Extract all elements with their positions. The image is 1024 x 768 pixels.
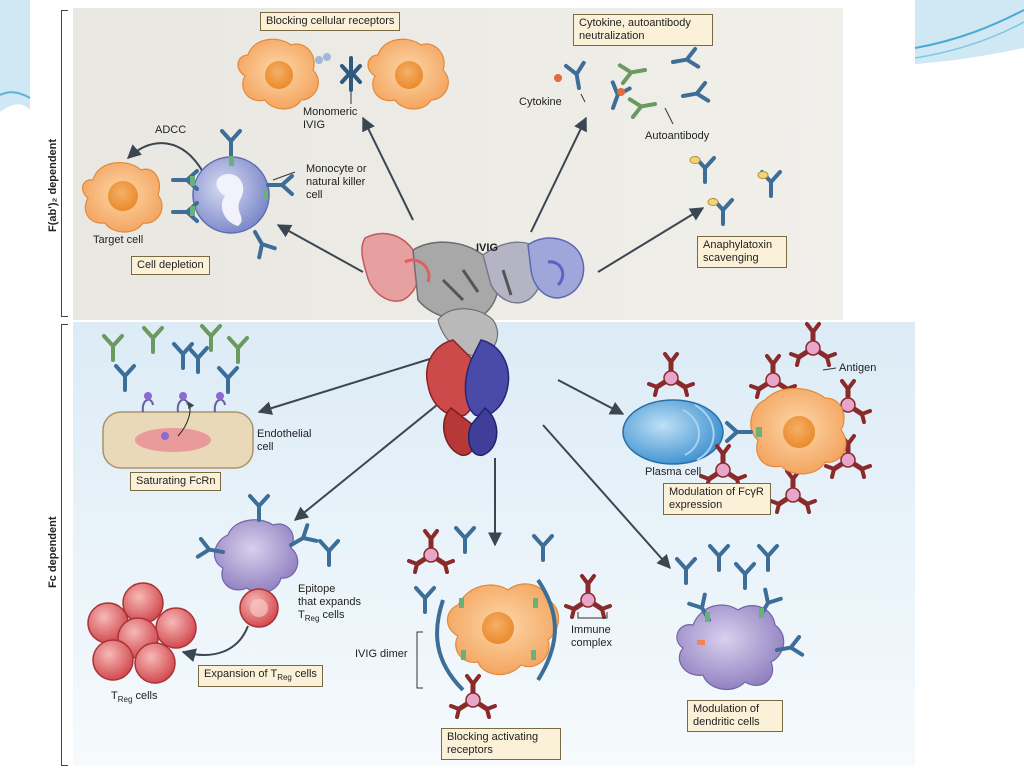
treg-tail: cells (132, 690, 158, 702)
epitope-sub: Reg (304, 614, 320, 624)
treg-t: T (111, 690, 118, 702)
arrow-to-anaphylatoxin (597, 207, 705, 273)
swoosh-left (0, 0, 30, 112)
arrow-treg-expansion (181, 625, 249, 663)
autoantibody-label: Autoantibody (645, 130, 710, 142)
plasma-cell-label: Plasma cell (645, 466, 702, 478)
mechanism-diagram (81, 38, 914, 768)
blocking-activating-illustration (409, 526, 610, 717)
ivig-figure: F(ab')₂ dependent Fc dependent (33, 0, 915, 768)
cytokine-neutralization-box: Cytokine, autoantibody neutralization (573, 14, 713, 46)
fc-bracket (61, 324, 68, 766)
arrow-to-cell-depletion (276, 224, 364, 273)
expansion-treg-tail: cells (291, 668, 317, 680)
cytokine-label: Cytokine (519, 96, 562, 108)
ivig-molecule (361, 232, 585, 456)
arrow-to-fcrn (257, 357, 434, 415)
blocking-activating-box: Blocking activating receptors (441, 728, 561, 760)
treg-sub: Reg (117, 695, 133, 705)
epitope-tail: cells (319, 609, 345, 621)
swoosh-left-line (0, 91, 31, 99)
epitope-label: Epitope that expands TReg cells (298, 583, 361, 625)
epitope-t: T (298, 609, 305, 621)
arrow-adcc (126, 142, 204, 173)
treg-cell-cluster (87, 582, 197, 684)
monomeric-ivig-label: Monomeric IVIG (303, 106, 358, 131)
blocking-receptors-box: Blocking cellular receptors (260, 12, 401, 31)
expansion-treg-sub: Reg (277, 673, 292, 683)
leader-lines (350, 92, 674, 125)
expansion-treg-text: Expansion of T (204, 668, 278, 680)
dendritic-box: Modulation of dendritic cells (687, 700, 783, 732)
adcc-label: ADCC (155, 124, 187, 136)
target-cell-label: Target cell (93, 234, 144, 246)
ivig-label: IVIG (476, 242, 499, 254)
fcrn-illustration (102, 324, 254, 469)
arrows (126, 116, 705, 663)
anaphylatoxin-box: Anaphylatoxin scavenging (697, 236, 787, 268)
ivig-dimer-label: IVIG dimer (355, 648, 408, 660)
saturating-fcrn-box: Saturating FcRn (130, 472, 222, 491)
swoosh-right (915, 0, 1024, 64)
epitope-line-2: that expands (298, 596, 361, 608)
fab-bracket (61, 10, 68, 317)
swoosh-right-line2 (914, 21, 1024, 59)
modulation-fcgr-box: Modulation of FcγR expression (663, 483, 771, 515)
blocking-receptors-illustration (237, 38, 449, 110)
cytokine-illustration (554, 46, 711, 120)
endothelial-cell-label: Endothelial cell (257, 428, 312, 453)
arrow-to-dendritic (542, 424, 671, 570)
fcgr-illustration (622, 324, 870, 512)
anaphylatoxin-illustration (689, 156, 782, 226)
arrow-to-cytokine (530, 116, 587, 233)
arrow-to-fcgr (557, 379, 625, 415)
antigen-label: Antigen (839, 362, 877, 374)
cell-depletion-illustration (81, 129, 296, 260)
monocyte-label: Monocyte or natural killer cell (306, 163, 367, 201)
expansion-treg-box: Expansion of TReg cells (198, 665, 323, 688)
epitope-line-1: Epitope (298, 583, 336, 595)
treg-cells-label: TReg cells (111, 690, 157, 706)
cell-depletion-box: Cell depletion (131, 256, 210, 275)
arrow-to-blocking-receptors (362, 116, 414, 221)
immune-complex-label: Immune complex (571, 624, 612, 649)
arrow-to-treg (293, 391, 454, 521)
swoosh-right-line1 (914, 9, 1024, 49)
treg-illustration (87, 494, 340, 684)
dendritic-illustration (675, 544, 805, 691)
